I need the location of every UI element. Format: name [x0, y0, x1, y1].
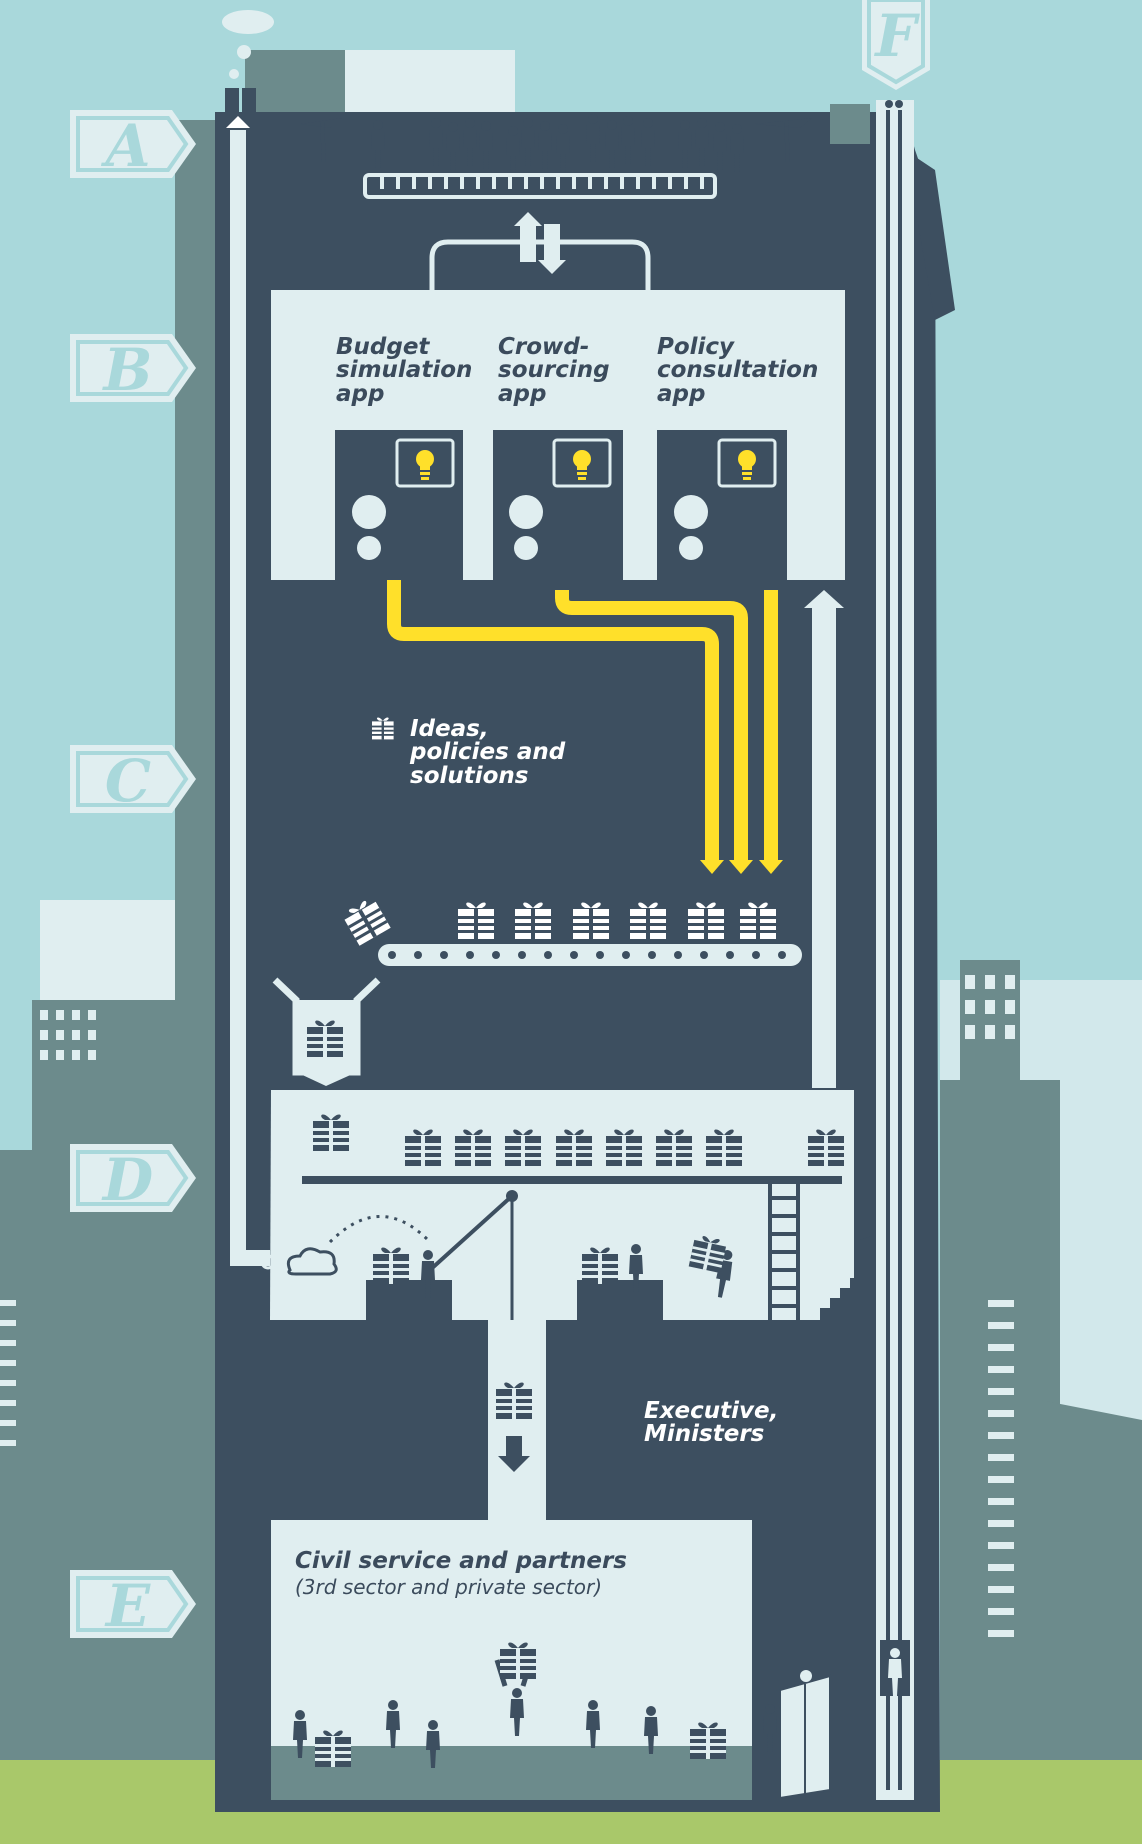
app-label-line: Policy [657, 336, 842, 359]
elevator-shaft [876, 100, 914, 1800]
app-label-policy: Policy consultation app [657, 336, 842, 406]
shelf [302, 1176, 842, 1184]
floor-marker-letter: C [105, 747, 151, 815]
civil-service-subtitle: (3rd sector and private sector) [295, 1577, 735, 1597]
app-label-line: app [336, 383, 506, 406]
executive-label-line: Ministers [644, 1423, 824, 1446]
app-label-crowdsourcing: Crowd- sourcing app [498, 336, 668, 406]
drop-shaft [488, 1320, 546, 1520]
app-label-budget: Budget simulation app [336, 336, 506, 406]
decision-floor-panel [270, 1090, 854, 1320]
flow-arrowheads [700, 860, 783, 874]
executive-label-line: Executive, [644, 1400, 824, 1423]
app-label-line: Budget [336, 336, 506, 359]
floor-marker-letter: A [100, 112, 150, 180]
app-label-line: Crowd- [498, 336, 668, 359]
floor-marker-letter: E [104, 1572, 151, 1640]
app-label-line: simulation [336, 359, 506, 382]
ideas-label-line: policies and [410, 741, 610, 764]
executive-label: Executive, Ministers [644, 1400, 824, 1447]
conveyor-belt [378, 944, 802, 966]
civil-service-label: Civil service and partners (3rd sector a… [295, 1550, 735, 1598]
floor-marker-letter: B [101, 336, 152, 404]
app-label-line: sourcing [498, 359, 668, 382]
ideas-label-line: Ideas, [410, 718, 610, 741]
app-label-line: consultation [657, 359, 842, 382]
ideas-label: Ideas, policies and solutions [410, 718, 610, 788]
floor-marker-letter: D [101, 1146, 153, 1214]
ideas-label-line: solutions [410, 765, 610, 788]
app-label-line: app [657, 383, 842, 406]
roof-block [830, 104, 870, 144]
elevator-doors [780, 1670, 830, 1798]
floor-marker-letter: F [873, 2, 920, 70]
civil-service-title: Civil service and partners [295, 1550, 735, 1573]
app-label-line: app [498, 383, 668, 406]
